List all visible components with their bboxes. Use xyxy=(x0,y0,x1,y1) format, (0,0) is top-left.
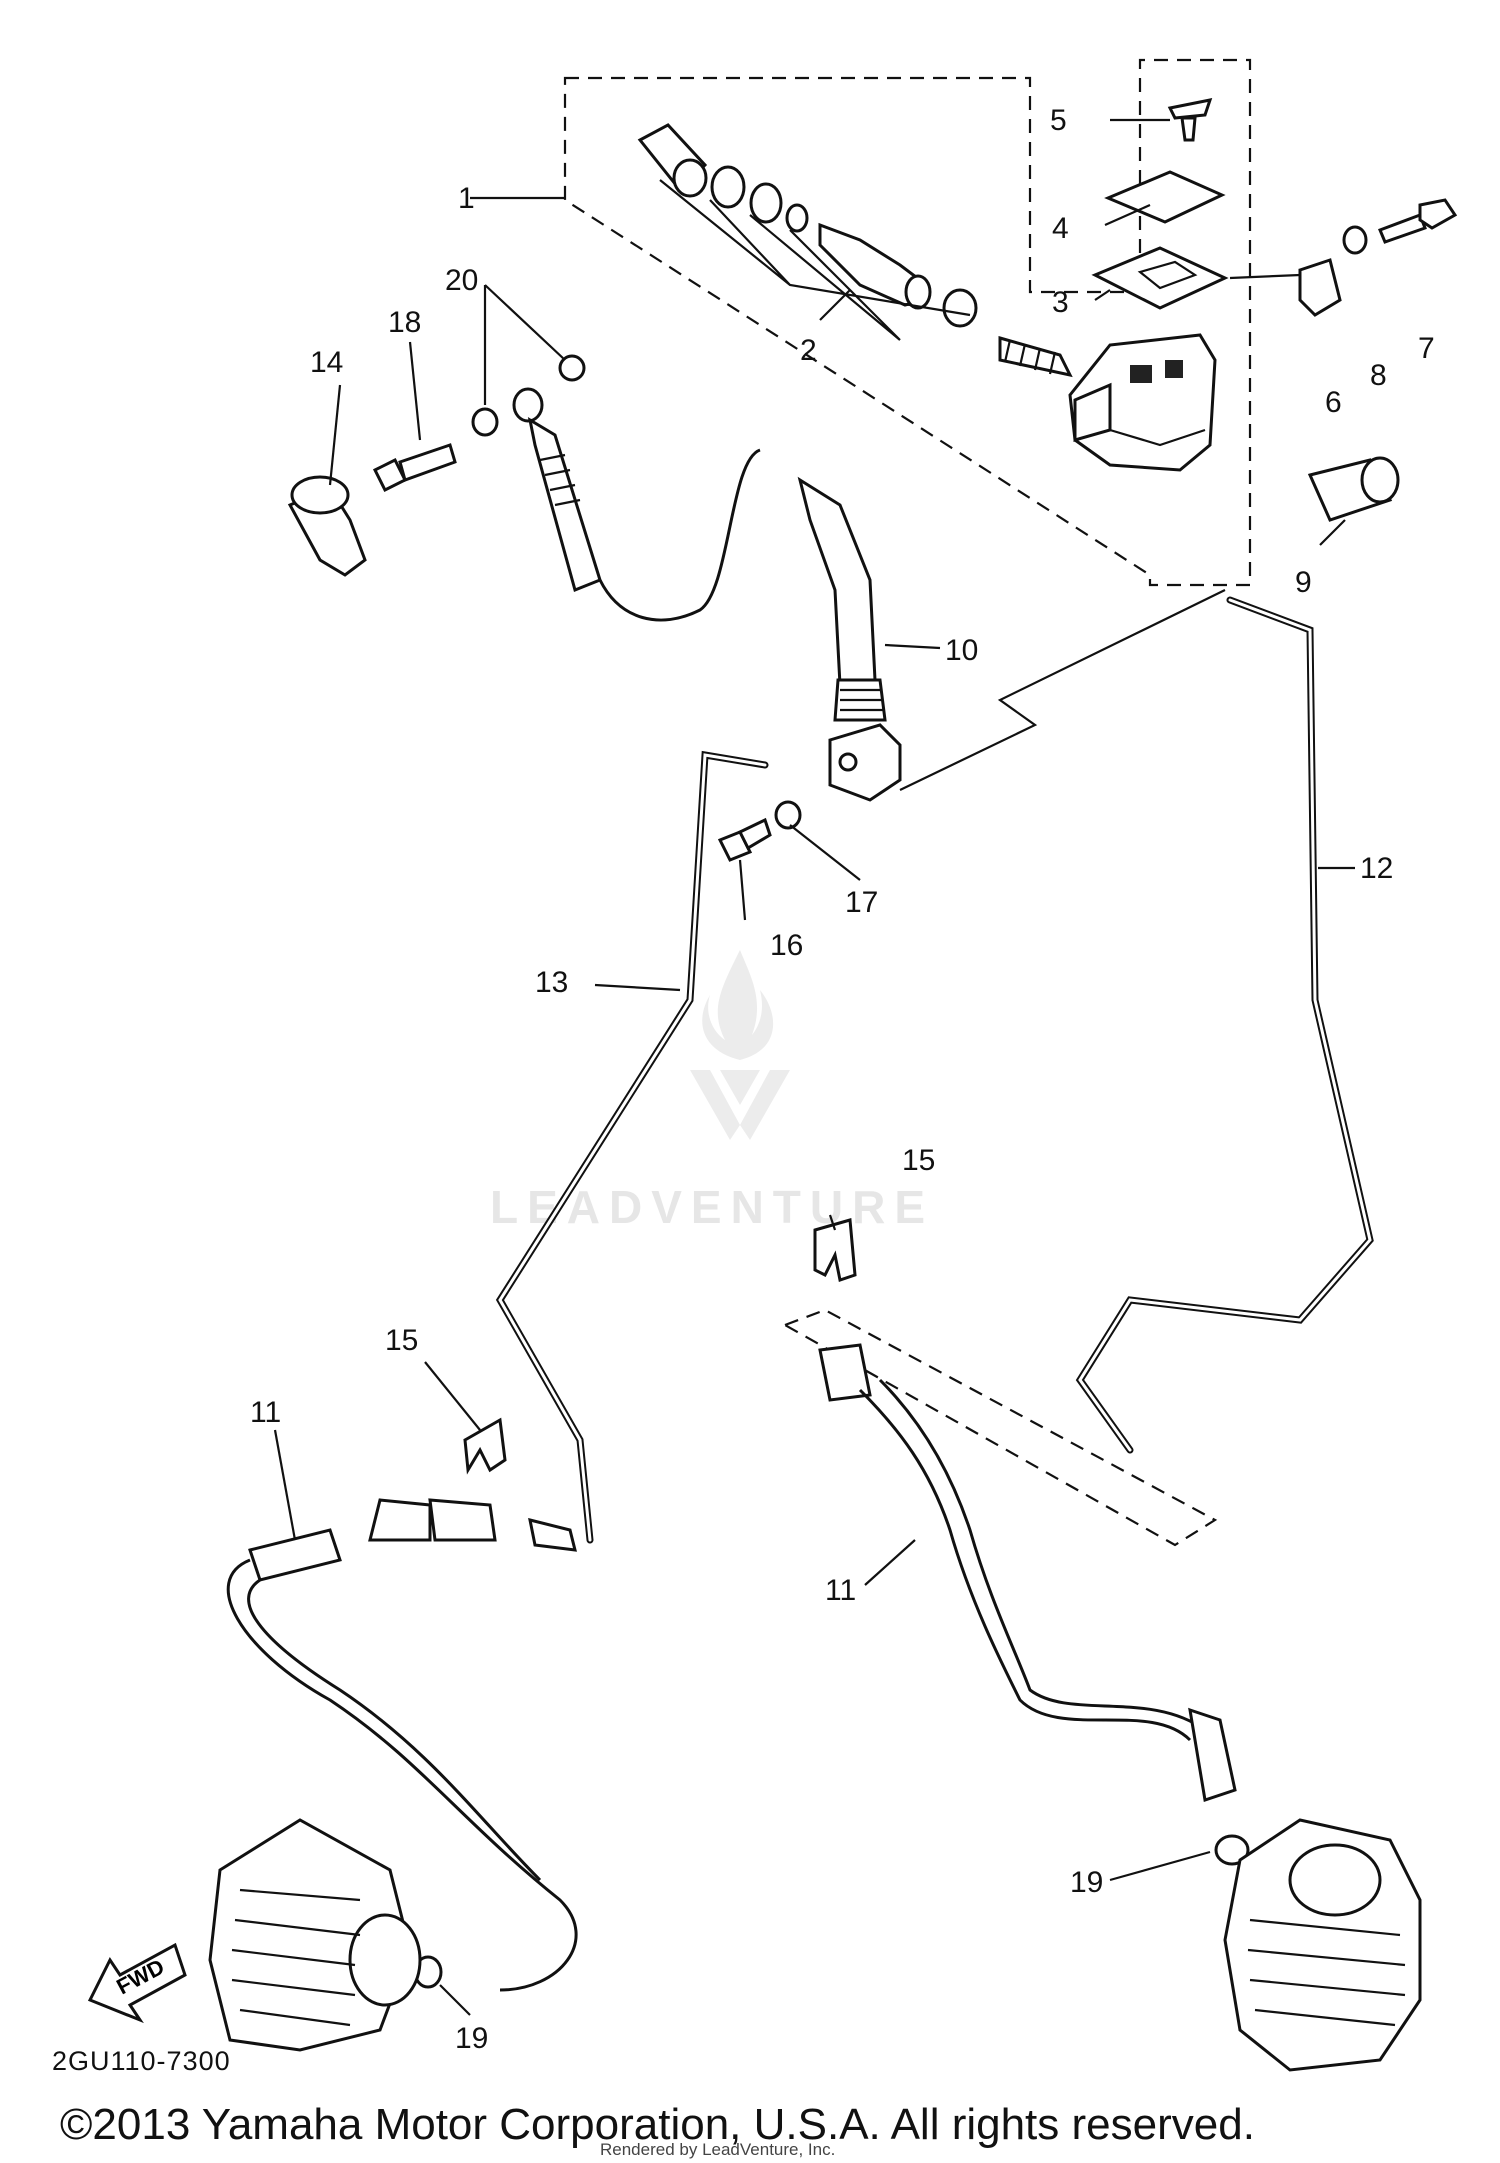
callout-2: 2 xyxy=(800,334,817,367)
callout-15-left: 15 xyxy=(385,1324,418,1357)
clip-15-right xyxy=(813,1218,857,1282)
callout-9: 9 xyxy=(1295,566,1312,599)
callout-3: 3 xyxy=(1052,286,1069,319)
bolt-7 xyxy=(1378,198,1458,244)
gasket-20a xyxy=(471,407,499,437)
brake-pipe-12 xyxy=(1075,596,1374,1454)
piston-assembly xyxy=(818,222,978,328)
seal-3 xyxy=(785,203,809,233)
diagram-code: 2GU110-7300 xyxy=(52,2046,231,2076)
kit-leader-lines xyxy=(659,179,971,341)
brake-hose-11-right xyxy=(818,1343,1237,1802)
copyright-notice: ©2013 Yamaha Motor Corporation, U.S.A. A… xyxy=(60,2100,1255,2149)
callout-11-right: 11 xyxy=(825,1574,856,1607)
diaphragm-plate-4 xyxy=(1104,170,1226,224)
brake-pipe-13 xyxy=(495,750,769,1544)
master-cylinder-body xyxy=(1068,333,1217,472)
bracket-6 xyxy=(1298,258,1342,317)
hose-fitting-upper xyxy=(512,387,602,593)
callout-6: 6 xyxy=(1325,386,1342,419)
three-way-joint xyxy=(828,723,902,802)
callout-14: 14 xyxy=(310,346,343,379)
caliper-left xyxy=(208,1818,422,2052)
callout-20: 20 xyxy=(445,264,478,297)
cover-9 xyxy=(1307,456,1400,522)
callout-18: 18 xyxy=(388,306,421,339)
callout-4: 4 xyxy=(1052,212,1069,245)
bolt-16 xyxy=(717,817,772,862)
callout-16: 16 xyxy=(770,929,803,962)
callout-10: 10 xyxy=(945,634,978,667)
cap-14 xyxy=(287,475,367,577)
brake-hose-10 xyxy=(797,476,887,722)
pipe-13-nut xyxy=(528,1517,577,1552)
callout-7: 7 xyxy=(1418,332,1435,365)
washer-19-right xyxy=(1214,1834,1250,1866)
spring xyxy=(998,336,1073,378)
callout-1: 1 xyxy=(458,182,475,215)
seal-1 xyxy=(710,165,746,209)
pipe-12-leader xyxy=(899,589,1226,791)
kit-outline-11 xyxy=(782,1308,1218,1547)
callout-15-right: 15 xyxy=(902,1144,935,1177)
diaphragm-3 xyxy=(1091,246,1229,310)
rendered-by-note: Rendered by LeadVenture, Inc. xyxy=(600,2140,836,2159)
master-cylinder-boot xyxy=(637,123,708,198)
callout-11-left: 11 xyxy=(250,1396,281,1429)
callout-13: 13 xyxy=(535,966,568,999)
callout-5: 5 xyxy=(1050,104,1067,137)
washer-17 xyxy=(774,800,802,830)
callout-12: 12 xyxy=(1360,852,1393,885)
gasket-20b xyxy=(558,354,586,382)
seal-2 xyxy=(749,182,783,224)
brake-hose-11-left xyxy=(226,1498,578,1992)
hose-connector xyxy=(598,448,761,622)
callout-17: 17 xyxy=(845,886,878,919)
clip-15-left xyxy=(463,1417,507,1475)
callout-19-left: 19 xyxy=(455,2022,488,2055)
callout-8: 8 xyxy=(1370,359,1387,392)
screw-5 xyxy=(1167,98,1213,142)
washer-8 xyxy=(1342,225,1368,255)
callout-19-right: 19 xyxy=(1070,1866,1103,1899)
kit-outline-1 xyxy=(563,58,1252,587)
caliper-right xyxy=(1223,1818,1422,2072)
watermark-logo-icon xyxy=(690,950,790,1140)
union-bolt-18 xyxy=(372,443,457,493)
fwd-arrow-icon: FWD xyxy=(87,1942,187,2024)
